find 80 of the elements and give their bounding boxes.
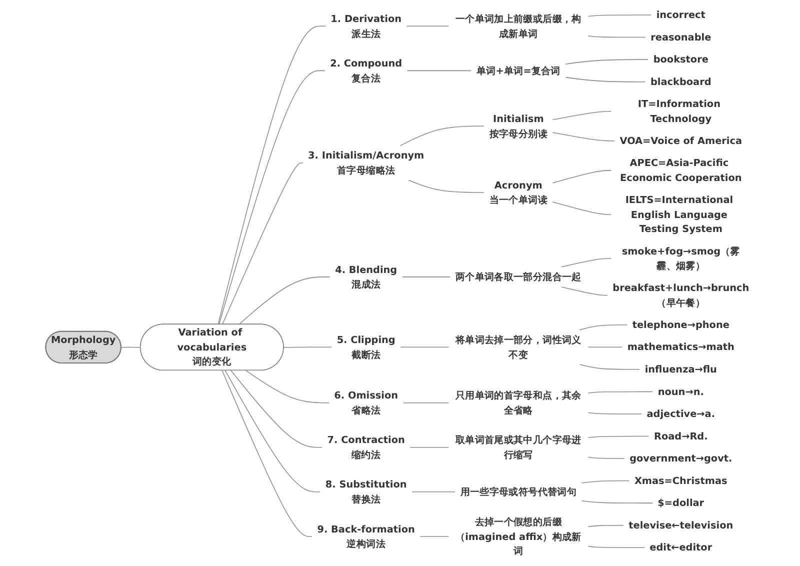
node-text: $=dollar (658, 497, 704, 509)
node-text: Xmas=Christmas (634, 474, 728, 486)
connector (218, 26, 326, 325)
node-text: IT=Information Technology (638, 98, 720, 124)
node-text: 取单词首尾或其中几个字母进行缩写 (455, 434, 582, 460)
node-text: televise←television (628, 519, 734, 531)
connector (400, 346, 450, 348)
connector (588, 524, 624, 528)
connector (560, 258, 612, 268)
node-text: 将单词去掉一部分，词性词义不变 (455, 334, 582, 360)
node-text: bookstore (653, 54, 708, 66)
node-text: incorrect (656, 9, 706, 21)
connector (402, 276, 451, 278)
node-text: 3. Initialism/Acronym 首字母缩略法 (308, 150, 424, 176)
node-text: 6. Omission 省略法 (334, 390, 398, 416)
node-text: government→govt. (630, 452, 732, 464)
connector (402, 402, 450, 404)
node-text: Road→Rd. (654, 430, 708, 442)
node-text: blackboard (650, 76, 712, 88)
connector (400, 126, 485, 146)
node-text: 9. Back-formation 逆构词法 (317, 523, 415, 550)
node-text: Initialism 按字母分别读 (489, 112, 548, 140)
connector (588, 391, 654, 394)
connector (224, 370, 321, 492)
connector (406, 70, 472, 72)
connector (238, 276, 330, 325)
connector (579, 364, 640, 370)
node-text: telephone→phone (632, 318, 730, 331)
connector (588, 436, 650, 438)
node-text: 两个单词各取一部分混合一起 (455, 270, 582, 283)
connector (552, 132, 615, 142)
connector (283, 346, 332, 348)
connector (565, 59, 649, 64)
node-text: reasonable (650, 31, 712, 43)
node-text: 4. Blending 混成法 (335, 264, 398, 290)
connector (565, 76, 646, 82)
connector (588, 412, 642, 414)
connector (552, 202, 612, 215)
connector (120, 346, 142, 348)
node-text: 8. Substitution 替换法 (325, 478, 407, 505)
node-text: breakfast+lunch→brunch（早午餐） (612, 282, 750, 308)
connector (222, 162, 304, 325)
node-text: 用一些字母或符号代替词句 (460, 486, 576, 498)
connector (406, 26, 450, 27)
connector (552, 110, 612, 120)
connector (218, 70, 326, 325)
node-text: 单词+单词=复合词 (476, 64, 560, 76)
node-text: mathematics→math (627, 341, 734, 353)
node-text: 1. Derivation 派生法 (330, 12, 402, 40)
connector (552, 170, 612, 184)
node-text: 2. Compound 复合法 (330, 57, 402, 84)
connector (420, 536, 450, 537)
node-text: 只用单词的首字母和点，其余全省略 (455, 390, 582, 416)
node-text: 一个单词加上前缀或后缀，构成新单词 (455, 12, 582, 40)
node-text: IELTS=International English Language Testing System (625, 194, 734, 235)
connector (588, 546, 645, 548)
node-text: Acronym 当一个单词读 (489, 179, 548, 206)
node-text: APEC=Asia-Pacific Economic Cooperation (620, 157, 742, 184)
connector (581, 500, 653, 504)
node-text: VOA=Voice of America (620, 134, 742, 147)
connector (230, 370, 322, 448)
connector (588, 346, 623, 348)
connector (560, 286, 608, 296)
node-text: 去掉一个假想的后缀（imagined affix）构成新词 (455, 516, 582, 557)
node-text: 5. Clipping 截断法 (336, 334, 396, 360)
node-text: noun→n. (658, 386, 704, 398)
connector (246, 370, 330, 404)
connector (588, 14, 652, 17)
connector (588, 36, 646, 38)
node-text: influenza→flu (644, 363, 717, 376)
connector (408, 180, 485, 193)
node-text: edit←editor (650, 542, 712, 554)
node-text: smoke+fog→smog（雾霾、烟雾） (622, 245, 740, 272)
connector (579, 324, 628, 330)
connector (581, 480, 630, 484)
node-text: adjective→a. (646, 408, 716, 420)
connector (410, 446, 450, 448)
node-text: 7. Contraction 缩约法 (327, 434, 405, 460)
connector (222, 370, 312, 537)
connector (588, 456, 625, 459)
